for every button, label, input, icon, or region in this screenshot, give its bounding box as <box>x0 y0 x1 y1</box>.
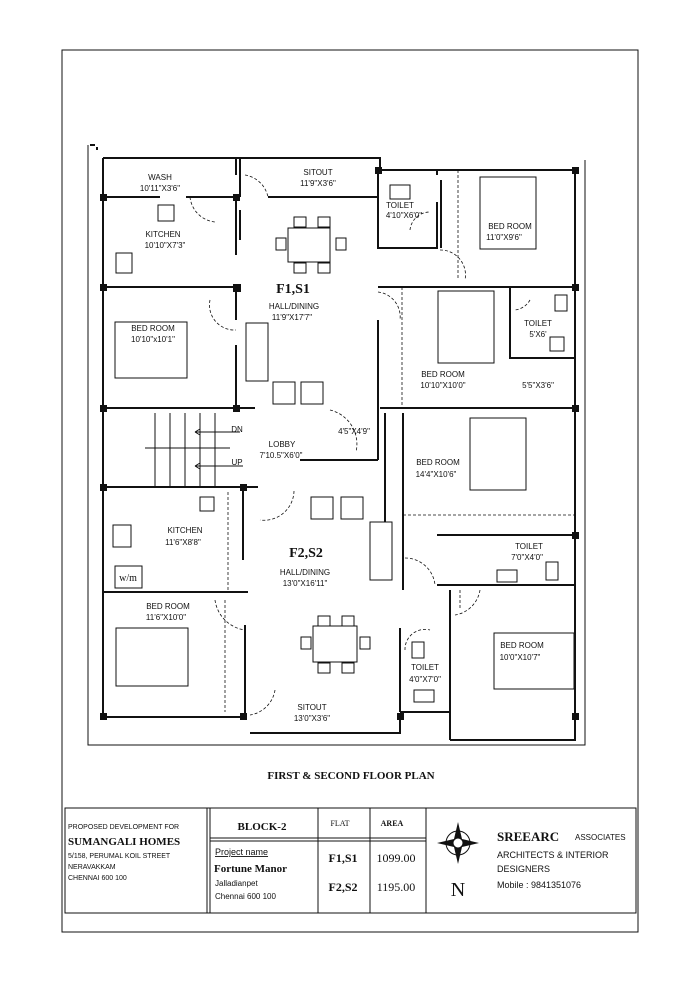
client-address-1: 5/158, PERUMAL KOIL STREET <box>68 853 171 860</box>
table-header-flat: FLAT <box>330 819 349 828</box>
table-area-2: 1195.00 <box>377 880 416 894</box>
drawing-caption: FIRST & SECOND FLOOR PLAN <box>267 770 434 782</box>
room-size-lobby: 7'10.5"X6'0" <box>260 451 303 460</box>
duct-size: 4'5"X4'9" <box>338 427 370 436</box>
north-compass-icon <box>437 822 479 864</box>
room-label-toilet-f1b: TOILET <box>524 319 552 328</box>
client-intro: PROPOSED DEVELOPMENT FOR <box>68 824 179 831</box>
project-address-1: Jalladianpet <box>215 879 258 888</box>
room-label-lobby: LOBBY <box>269 440 296 449</box>
room-label-hall-f1: HALL/DINING <box>269 302 319 311</box>
room-label-wash: WASH <box>148 173 172 182</box>
room-label-bedroom-f1c: BED ROOM <box>421 370 465 379</box>
room-size-wash: 10'11"X3'6" <box>140 184 180 193</box>
client-address-2: NERAVAKKAM <box>68 864 116 871</box>
firm-mobile: Mobile : 9841351076 <box>497 880 581 890</box>
firm-line-3: DESIGNERS <box>497 864 550 874</box>
firm-line-2: ARCHITECTS & INTERIOR <box>497 850 609 860</box>
stair-up-label: UP <box>231 458 242 467</box>
project-name: Fortune Manor <box>214 863 287 875</box>
room-size-sitout-f1: 11'9"X3'6" <box>300 179 336 188</box>
block-label: BLOCK-2 <box>238 821 287 833</box>
room-label-bedroom-f1a: BED ROOM <box>488 222 532 231</box>
room-size-toilet-f1b: 5'X6' <box>529 330 547 339</box>
room-label-bedroom-f2a: BED ROOM <box>416 458 460 467</box>
flat-label-f2s2: F2,S2 <box>289 546 323 561</box>
room-size-bedroom-f1c: 10'10"X10'0" <box>420 381 465 390</box>
table-area-1: 1099.00 <box>377 851 416 865</box>
room-size-bedroom-f2a: 14'4"X10'6" <box>416 470 457 479</box>
room-label-toilet-f1a: TOILET <box>386 201 414 210</box>
room-size-hall-f1: 11'9"X17'7" <box>272 313 312 322</box>
room-label-toilet-f2a: TOILET <box>515 542 543 551</box>
north-label: N <box>451 879 465 901</box>
stair-dn-label: DN <box>231 425 243 434</box>
room-label-kitchen-f1: KITCHEN <box>145 230 180 239</box>
firm-suffix: ASSOCIATES <box>575 833 626 842</box>
project-address-2: Chennai 600 100 <box>215 892 276 901</box>
floor-plan-drawing: WASH 10'11"X3'6" SITOUT 11'9"X3'6" KITCH… <box>87 144 586 746</box>
room-size-sitout-f2: 13'0"X3'6" <box>294 714 330 723</box>
room-size-bedroom-f2b: 11'6"X10'0" <box>146 613 186 622</box>
room-label-bedroom-f2b: BED ROOM <box>146 602 190 611</box>
room-size-kitchen-f2: 11'6"X8'8" <box>165 538 201 547</box>
room-label-sitout-f1: SITOUT <box>303 168 332 177</box>
client-name: SUMANGALI HOMES <box>68 836 180 848</box>
project-name-label: Project name <box>215 847 268 857</box>
room-label-kitchen-f2: KITCHEN <box>167 526 202 535</box>
room-size-kitchen-f1: 10'10"X7'3" <box>145 241 186 250</box>
table-flat-2: F2,S2 <box>328 880 357 894</box>
washing-machine-label: w/m <box>119 573 137 584</box>
room-size-bedroom-f1a: 11'0"X9'6" <box>486 233 522 242</box>
client-address-3: CHENNAI 600 100 <box>68 875 127 882</box>
sheet-border <box>61 49 639 933</box>
room-label-bedroom-f2c: BED ROOM <box>500 641 544 650</box>
room-size-toilet-f1a: 4'10"X6'0" <box>386 211 422 220</box>
room-size-bedroom-f1b: 10'10"x10'1" <box>131 335 175 344</box>
room-label-toilet-f2b: TOILET <box>411 663 439 672</box>
table-flat-1: F1,S1 <box>328 851 357 865</box>
room-label-bedroom-f1b: BED ROOM <box>131 324 175 333</box>
room-size-toilet-f2a: 7'0"X4'0" <box>511 553 543 562</box>
room-size-hall-f2: 13'0"X16'11" <box>283 579 328 588</box>
room-size-bedroom-f2c: 10'0"X10'7" <box>500 653 541 662</box>
room-label-hall-f2: HALL/DINING <box>280 568 330 577</box>
room-size-toilet-f2b: 4'0"X7'0" <box>409 675 441 684</box>
room-label-sitout-f2: SITOUT <box>297 703 326 712</box>
balcony-size: 5'5"X3'6" <box>522 381 554 390</box>
title-block: PROPOSED DEVELOPMENT FOR SUMANGALI HOMES… <box>64 807 637 914</box>
flat-label-f1s1: F1,S1 <box>276 282 310 297</box>
table-header-area: AREA <box>381 819 404 828</box>
firm-name: SREEARC <box>497 829 559 844</box>
